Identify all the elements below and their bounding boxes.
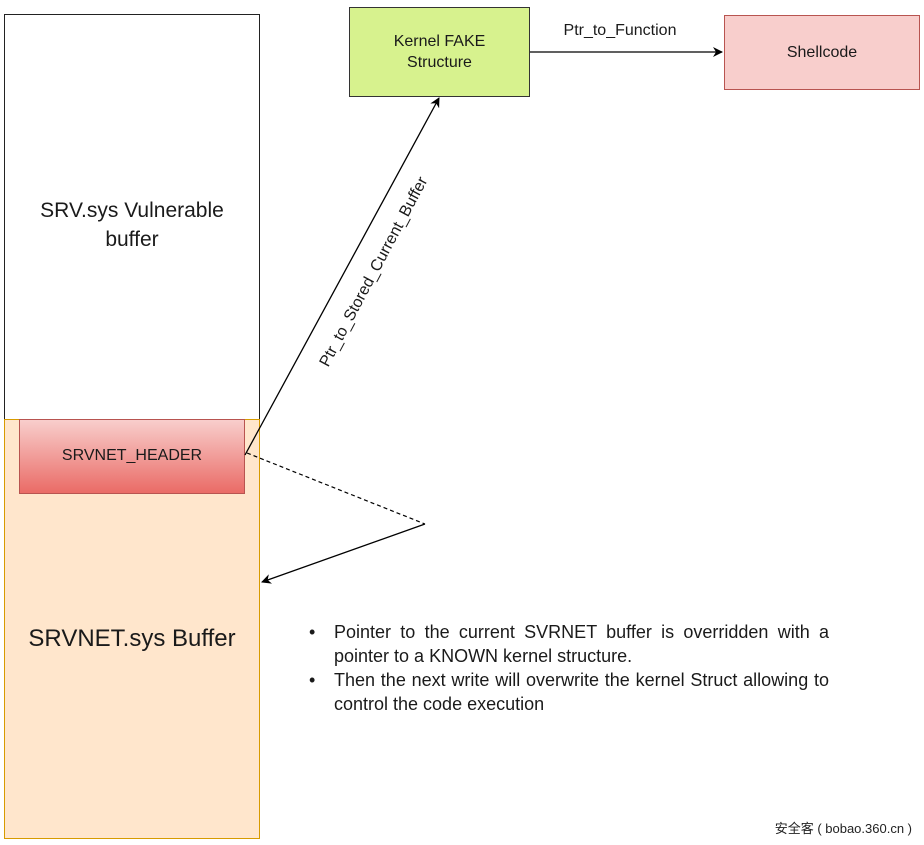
ptr-to-stored-current-buffer-label: Ptr_to_Stored_Current_Buffer <box>317 174 432 370</box>
kernel-fake-structure-label: Kernel FAKE Structure <box>393 33 486 71</box>
srvnet-buffer-label: SRVNET.sys Buffer <box>28 625 236 652</box>
srvnet-header-box: SRVNET_HEADER <box>19 419 245 494</box>
dashed-overwrite-line <box>246 452 426 525</box>
explanation-item: Pointer to the current SVRNET buffer is … <box>309 620 829 668</box>
return-to-srvnet-buffer-arrow <box>261 523 426 584</box>
srv-vulnerable-buffer-box: SRV.sys Vulnerable buffer <box>4 14 260 426</box>
srv-vulnerable-buffer-label: SRV.sys Vulnerable buffer <box>40 199 224 251</box>
explanation-list: Pointer to the current SVRNET buffer is … <box>309 620 829 716</box>
shellcode-label: Shellcode <box>786 43 858 61</box>
shellcode-box: Shellcode <box>724 15 920 90</box>
watermark: 安全客 ( bobao.360.cn ) <box>774 821 912 836</box>
ptr-to-function-label: Ptr_to_Function <box>564 22 677 39</box>
ptr-to-stored-current-buffer-arrow <box>244 97 440 456</box>
srvnet-header-label: SRVNET_HEADER <box>61 446 203 464</box>
kernel-fake-structure-box: Kernel FAKE Structure <box>349 7 530 97</box>
explanation-item: Then the next write will overwrite the k… <box>309 668 829 716</box>
